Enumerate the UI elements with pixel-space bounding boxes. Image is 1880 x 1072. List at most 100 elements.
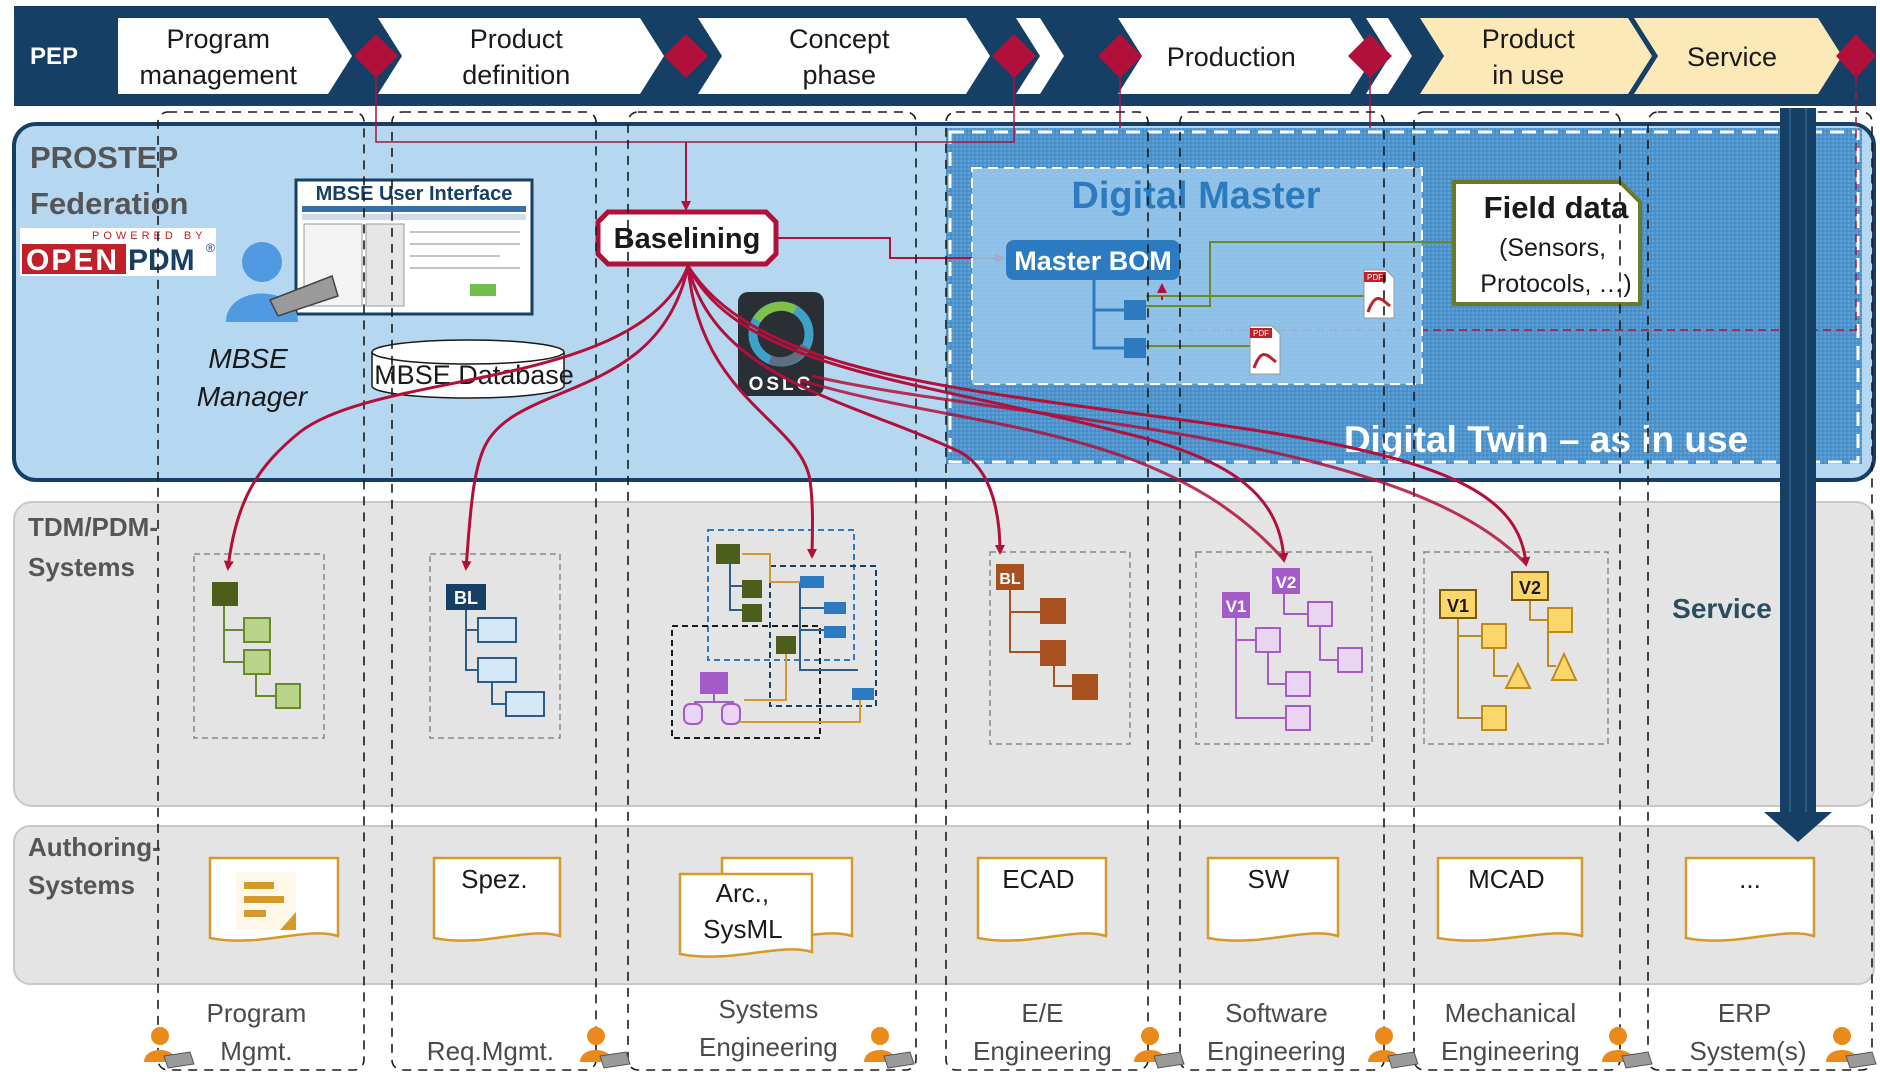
phase-label: definition: [462, 60, 570, 90]
powered-by-label: POWERED BY: [92, 230, 207, 242]
document-other: [1684, 856, 1816, 942]
role-label: Program: [207, 998, 307, 1028]
milestone-diamond: [1348, 34, 1392, 78]
bl-badge: BL: [454, 588, 478, 608]
digital-master-area: Digital Master Master BOM PDF: [971, 167, 1454, 385]
person-icon: [1825, 1026, 1877, 1069]
svg-text:(Sensors, Protocols, …: (Sensors, Protocols, …): [1480, 234, 1631, 298]
role-label: System(s): [1690, 1036, 1807, 1066]
arrow-to-systems: [686, 265, 818, 559]
person-icon: [579, 1026, 631, 1069]
person-icon: [1133, 1026, 1185, 1069]
milestone-diamond: [1098, 34, 1142, 78]
tdm-systems-engineering: [671, 529, 877, 739]
milestone-diamonds: [354, 34, 1876, 78]
person-icon: [863, 1026, 915, 1069]
bom-node: [1124, 338, 1146, 358]
mbse-ui-title: MBSE User Interface: [316, 183, 513, 205]
federation-title: PROSTEP: [30, 140, 178, 175]
digital-twin-title: Digital Twin – as in use: [1344, 419, 1748, 460]
arrow-to-program: [223, 265, 690, 571]
milestone-diamond: [1836, 34, 1876, 78]
phase-production: [1118, 18, 1374, 94]
phase-product-in-use: [1420, 18, 1652, 94]
doc-label: ...: [1739, 864, 1761, 894]
doc-label: Spez.: [461, 864, 528, 894]
tdm-tree-program: [193, 553, 325, 739]
tdm-tree-mechanical: V1 V2: [1423, 551, 1609, 745]
mbse-manager-label: MBSE: [208, 343, 288, 374]
oslc-label: OSLC: [749, 374, 814, 395]
phase-program-management: [118, 18, 352, 94]
tdm-label: TDM/PDM-: [28, 512, 158, 542]
doc-label: ECAD: [1002, 864, 1074, 894]
svg-text:Program Mgmt. Req.: Program Mgmt. Req.Mgmt. Systems Engineer…: [207, 994, 1807, 1066]
service-arrow: [1764, 108, 1832, 842]
pdf-icon: PDF: [1249, 325, 1281, 375]
logo-reg: ®: [206, 241, 215, 255]
field-data-title: Field data: [1484, 190, 1629, 225]
bom-node: [1124, 300, 1146, 320]
federation-panel: PROSTEP Federation POWERED BY OPEN PDM ®…: [12, 78, 1876, 482]
person-icon: [1367, 1026, 1419, 1069]
logo-pdm: PDM: [128, 244, 195, 277]
milestone-diamond: [354, 34, 398, 78]
openpdm-logo: POWERED BY OPEN PDM ®: [20, 228, 216, 277]
pdf-icon: PDF: [1363, 269, 1395, 319]
document-arc-front: [678, 872, 814, 958]
master-bom-box: [1006, 240, 1180, 280]
tdm-pdm-band: TDM/PDM- Systems BL: [13, 501, 1875, 807]
baselining-label: Baselining: [614, 223, 761, 255]
phase-label: Service: [1687, 42, 1777, 72]
role-label: Mgmt.: [220, 1036, 292, 1066]
pep-bar: PEP Program management Product definitio…: [14, 6, 1876, 106]
mbse-database: MBSE Database: [371, 339, 574, 399]
svg-text:PROSTEP Federation: PROSTEP Federation: [30, 140, 188, 221]
arrow-oslc-to-mechanical: [811, 374, 1528, 566]
version-badge: V1: [1226, 597, 1247, 616]
tdm-tree-requirements: BL: [429, 553, 561, 739]
mbse-manager-icon: [226, 242, 339, 322]
mbse-database-label: MBSE Database: [374, 360, 574, 390]
tdm-tree-ee: BL: [989, 551, 1131, 745]
document-ecad: [976, 856, 1108, 942]
bl-badge: BL: [999, 571, 1021, 588]
arrow-to-requirements: [461, 265, 690, 571]
pep-label: PEP: [30, 43, 78, 70]
pdf-label: PDF: [1367, 273, 1383, 282]
milestone-diamond: [664, 34, 708, 78]
milestone-connectors: [375, 78, 1860, 331]
phase-label: Product: [470, 24, 564, 54]
person-icon: [143, 1026, 195, 1069]
document-lines-icon: [236, 872, 296, 930]
role-label: Engineering: [973, 1036, 1112, 1066]
phase-label: phase: [802, 60, 876, 90]
phase-label: Concept: [789, 24, 890, 54]
doc-label: MCAD: [1468, 864, 1545, 894]
authoring-band: Authoring- Systems Spez. Arc., SysML ECA…: [13, 825, 1875, 985]
tdm-label: Systems: [28, 552, 135, 582]
baselining-arrows: [223, 265, 1531, 571]
role-label: Req.Mgmt.: [427, 1036, 554, 1066]
version-badge: V1: [1447, 596, 1469, 616]
svg-text:Spez. Arc., SysML: Spez. Arc., SysML ECAD SW MCAD ...: [461, 864, 1761, 944]
phase-chevron-small-2: [1366, 18, 1412, 94]
digital-master-title: Digital Master: [1071, 175, 1320, 217]
master-bom-label: Master BOM: [1014, 246, 1172, 276]
column-outlines: [157, 111, 1873, 1071]
phase-service: [1634, 18, 1842, 94]
role-label: ERP: [1718, 998, 1771, 1028]
role-label: Software: [1225, 998, 1328, 1028]
field-data-line: (Sensors,: [1499, 234, 1606, 262]
arrow-to-mechanical: [686, 265, 1531, 567]
federation-title: Federation: [30, 186, 188, 221]
svg-text:Program management: Program management Product definition Co…: [139, 24, 1777, 90]
role-label: Engineering: [1207, 1036, 1346, 1066]
phase-chevron-small-1: [1016, 18, 1064, 94]
doc-label: Arc.,: [716, 878, 769, 908]
document-mcad: [1436, 856, 1584, 942]
authoring-label: Authoring-: [28, 832, 161, 862]
document-sw: [1206, 856, 1340, 942]
authoring-label: Systems: [28, 870, 135, 900]
